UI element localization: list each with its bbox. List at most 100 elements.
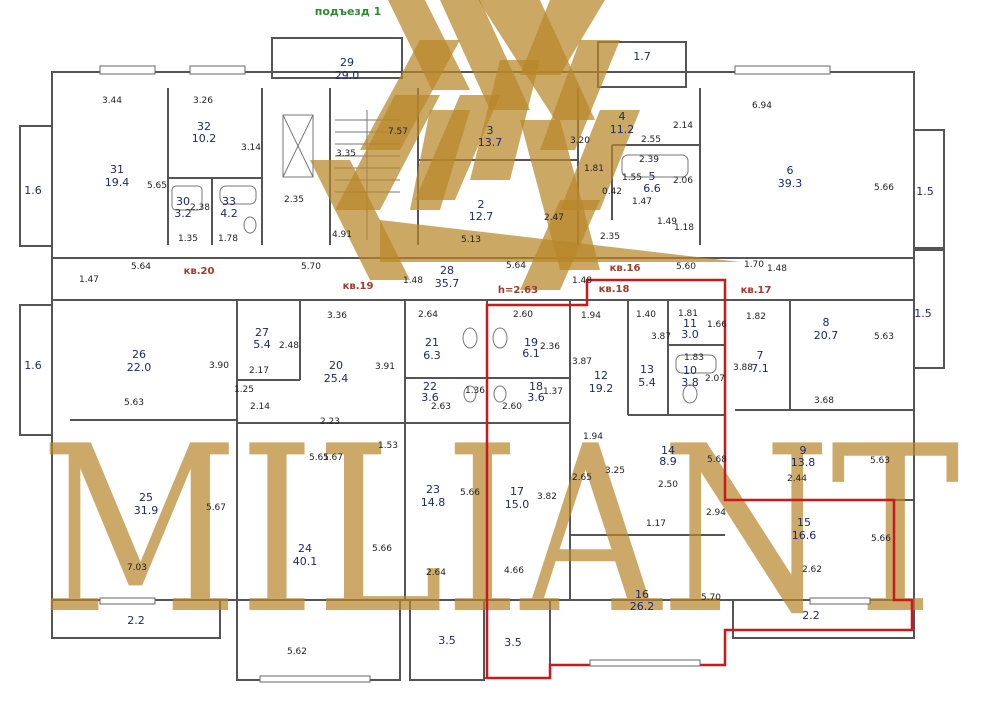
balcony-area: 1.5 bbox=[914, 307, 932, 320]
room-number: 13 bbox=[640, 363, 654, 376]
room-number: 16 bbox=[635, 588, 649, 601]
room-area: 13.7 bbox=[478, 136, 503, 149]
dimension: 2.63 bbox=[431, 402, 451, 412]
dimension: 3.14 bbox=[241, 143, 261, 153]
dimension: 1.25 bbox=[234, 385, 254, 395]
dimension: 1.17 bbox=[646, 519, 666, 529]
room-number: 7 bbox=[757, 349, 764, 362]
room-area: 10.2 bbox=[192, 132, 217, 145]
dimension: 3.36 bbox=[327, 311, 347, 321]
dimension: 5.68 bbox=[707, 455, 727, 465]
room-area: 3.6 bbox=[527, 391, 545, 404]
room-number: 12 bbox=[594, 369, 608, 382]
dimension: 5.63 bbox=[124, 398, 144, 408]
dimension: 7.03 bbox=[127, 563, 147, 573]
dimension: 3.90 bbox=[209, 361, 229, 371]
dimension: 1.94 bbox=[583, 432, 603, 442]
dimension: 1.47 bbox=[632, 197, 652, 207]
dimension: 1.81 bbox=[678, 309, 698, 319]
dimension: 1.36 bbox=[465, 386, 485, 396]
room-area: 3.0 bbox=[681, 328, 699, 341]
dimension: 3.25 bbox=[605, 466, 625, 476]
room-number: 29 bbox=[340, 56, 354, 69]
dimension: 5.70 bbox=[701, 593, 721, 603]
room-number: 30 bbox=[176, 195, 190, 208]
apartment-label-19: кв.19 bbox=[343, 281, 374, 292]
dimension: 1.18 bbox=[674, 223, 694, 233]
balcony-area: 2.2 bbox=[802, 609, 820, 622]
room-number: 28 bbox=[440, 264, 454, 277]
dimension: 1.83 bbox=[684, 353, 704, 363]
room-area: 19.2 bbox=[589, 382, 614, 395]
dimension: 2.65 bbox=[572, 473, 592, 483]
room-area: 26.2 bbox=[630, 600, 655, 613]
dimension: 5.64 bbox=[506, 261, 526, 271]
dimension: 1.49 bbox=[657, 217, 677, 227]
room-number: 2 bbox=[478, 198, 485, 211]
room-area: 11.2 bbox=[610, 123, 635, 136]
watermark-text: MILIANT bbox=[40, 398, 960, 665]
room-area: 6.6 bbox=[643, 182, 661, 195]
room-number: 10 bbox=[683, 364, 697, 377]
dimension: 2.60 bbox=[502, 402, 522, 412]
dimension: 3.68 bbox=[814, 396, 834, 406]
room-number: 32 bbox=[197, 120, 211, 133]
room-area: 5.4 bbox=[253, 338, 271, 351]
dimension: 1.53 bbox=[378, 441, 398, 451]
dimension: 6.94 bbox=[752, 101, 772, 111]
dimension: 1.48 bbox=[767, 264, 787, 274]
room-number: 22 bbox=[423, 380, 437, 393]
room-area: 7.1 bbox=[751, 362, 769, 375]
room-number: 8 bbox=[823, 316, 830, 329]
dimension: 3.88 bbox=[733, 363, 753, 373]
watermark-logo bbox=[310, 0, 740, 290]
room-area: 29.0 bbox=[335, 69, 360, 82]
room-number: 14 bbox=[661, 444, 675, 457]
room-area: 15.0 bbox=[505, 498, 530, 511]
dimension: 1.40 bbox=[636, 310, 656, 320]
room-number: 20 bbox=[329, 359, 343, 372]
room-area: 35.7 bbox=[435, 277, 460, 290]
dimension: 5.62 bbox=[287, 647, 307, 657]
room-area: 22.0 bbox=[127, 361, 152, 374]
dimension: 2.47 bbox=[544, 213, 564, 223]
ceiling-height-label: h=2.63 bbox=[498, 285, 538, 296]
dimension: 3.87 bbox=[572, 357, 592, 367]
dimension: 3.91 bbox=[375, 362, 395, 372]
balcony-area: 1.6 bbox=[24, 359, 42, 372]
dimension: 2.48 bbox=[279, 341, 299, 351]
dimension: 2.17 bbox=[249, 366, 269, 376]
dimension: 2.60 bbox=[513, 310, 533, 320]
dimension: 1.47 bbox=[79, 275, 99, 285]
dimension: 1.70 bbox=[744, 260, 764, 270]
dimension: 4.91 bbox=[332, 230, 352, 240]
dimension: 1.66 bbox=[707, 320, 727, 330]
dimension: 2.23 bbox=[320, 417, 340, 427]
room-number: 21 bbox=[425, 336, 439, 349]
dimension: 5.66 bbox=[871, 534, 891, 544]
room-number: 27 bbox=[255, 326, 269, 339]
dimension: 5.13 bbox=[461, 235, 481, 245]
room-area: 8.9 bbox=[659, 455, 677, 468]
dimension: 2.06 bbox=[673, 176, 693, 186]
dimension: 3.44 bbox=[102, 96, 122, 106]
dimension: 3.82 bbox=[537, 492, 557, 502]
balcony-area: 1.7 bbox=[633, 50, 651, 63]
room-number: 15 bbox=[797, 516, 811, 529]
dimension: 1.94 bbox=[581, 311, 601, 321]
entrance-label: подъезд 1 bbox=[315, 5, 382, 18]
dimension: 4.66 bbox=[504, 566, 524, 576]
room-number: 9 bbox=[800, 444, 807, 457]
room-number: 11 bbox=[683, 317, 697, 330]
balcony-area: 1.5 bbox=[916, 185, 934, 198]
windows bbox=[99, 65, 871, 683]
dimension: 5.63 bbox=[874, 332, 894, 342]
room-number: 25 bbox=[139, 491, 153, 504]
dimension: 1.81 bbox=[584, 164, 604, 174]
dimension: 5.60 bbox=[676, 262, 696, 272]
dimension: 5.66 bbox=[874, 183, 894, 193]
room-number: 5 bbox=[649, 170, 656, 183]
room-number: 3 bbox=[487, 124, 494, 137]
dimension: 2.36 bbox=[540, 342, 560, 352]
dimension: 2.39 bbox=[639, 155, 659, 165]
